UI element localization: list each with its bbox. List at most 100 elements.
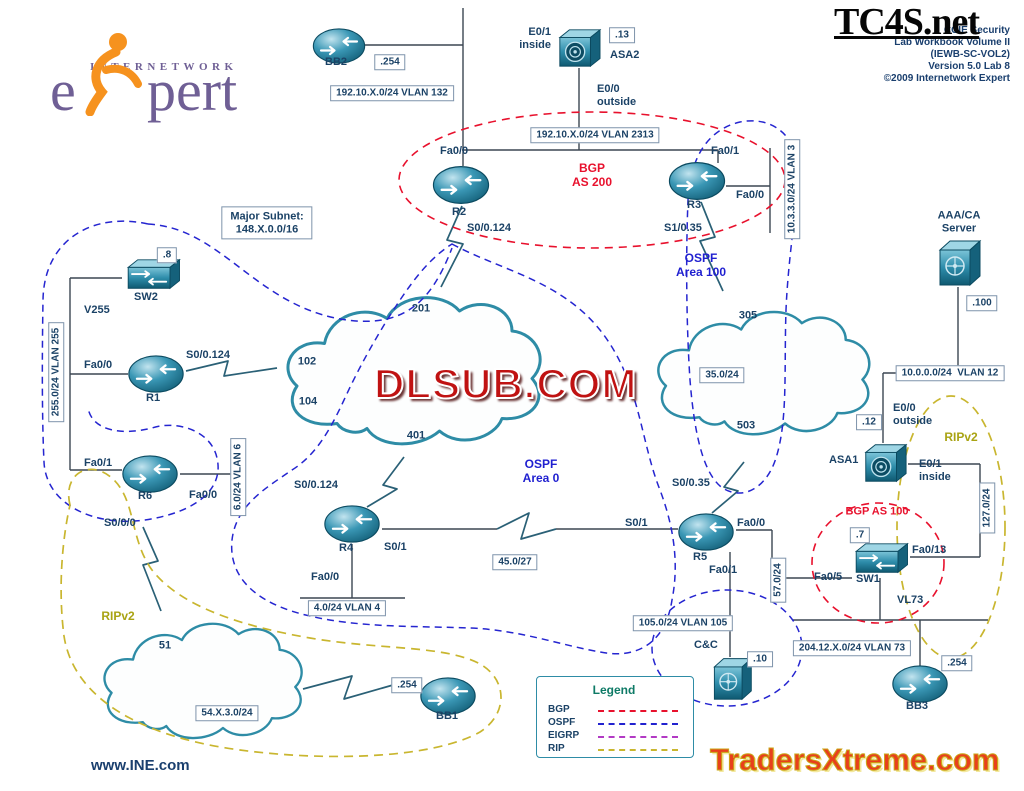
workbook-title-block: CCIE Security Lab Workbook Volume II (IE… xyxy=(884,25,1010,85)
subnet-vlan132: 192.10.X.0/24 VLAN 132 xyxy=(330,85,454,101)
router-bb3-icon xyxy=(891,664,949,704)
label-sw1-fa05: Fa0/5 xyxy=(814,571,843,583)
zone-ospf-area0: OSPF Area 0 xyxy=(522,457,560,485)
label-sw2-v255: V255 xyxy=(84,304,110,316)
dlci-305: 305 xyxy=(738,309,758,322)
label-asa2: ASA2 xyxy=(610,49,640,61)
subnet-vlan73: 204.12.X.0/24 VLAN 73 xyxy=(792,640,912,656)
label-sw1-fa013: Fa0/13 xyxy=(912,544,947,556)
ip-bb3: .254 xyxy=(941,655,973,671)
ip-sw2: .8 xyxy=(156,247,178,263)
title-line: Version 5.0 Lab 8 xyxy=(928,61,1010,72)
ip-aaa: .100 xyxy=(966,295,998,311)
legend-label-rip: RIP xyxy=(548,743,565,754)
dlci-503: 503 xyxy=(736,419,756,432)
label-r6-fa01: Fa0/1 xyxy=(84,457,113,469)
zone-bgp-as100: BGP AS 100 xyxy=(845,505,909,518)
switch-sw1-icon xyxy=(855,542,909,574)
major-subnet-note: Major Subnet: 148.X.0.0/16 xyxy=(221,206,313,240)
watermark-tc4s: TC4S.net xyxy=(834,1,980,43)
cloud-rip-bottom xyxy=(103,622,303,740)
legend-title: Legend xyxy=(592,683,636,697)
subnet-vlan3: 10.3.3.0/24 VLAN 3 xyxy=(784,138,800,240)
router-r2-icon xyxy=(432,165,490,205)
server-aaa-icon xyxy=(939,240,981,286)
label-r4-s00124: S0/0.124 xyxy=(294,479,339,491)
dlci-104: 104 xyxy=(298,395,318,408)
label-r2-fa00: Fa0/0 xyxy=(440,145,469,157)
label-r1-fa00: Fa0/0 xyxy=(84,359,113,371)
router-r1-icon xyxy=(127,354,185,394)
label-sw2: SW2 xyxy=(134,291,158,303)
label-r4-s01: S0/1 xyxy=(384,541,407,553)
label-bb2: BB2 xyxy=(325,56,348,68)
label-r1: R1 xyxy=(146,392,161,404)
subnet-57: 57.0/24 xyxy=(770,557,786,603)
label-r5-fa01: Fa0/1 xyxy=(709,564,738,576)
label-asa2-e01-inside: E0/1 inside xyxy=(519,26,551,51)
serial-links xyxy=(142,201,745,700)
label-sw1: SW1 xyxy=(856,573,880,585)
subnet-vlan255: 255.0/24 VLAN 255 xyxy=(48,321,64,423)
ip-bb1: .254 xyxy=(391,677,423,693)
ip-asa1: .12 xyxy=(856,414,882,430)
legend-swatch-bgp xyxy=(598,710,678,712)
legend-label-eigrp: EIGRP xyxy=(548,730,580,741)
ine-logo-figure-icon xyxy=(85,33,142,116)
zone-ripv2-left: RIPv2 xyxy=(101,609,135,624)
legend-swatch-rip xyxy=(598,749,678,751)
label-r1-s00124: S0/0.124 xyxy=(186,349,231,361)
switch-sw2-icon xyxy=(127,258,181,290)
router-r4-icon xyxy=(323,504,381,544)
subnet-127: 127.0/24 xyxy=(979,482,995,534)
subnet-vlan4: 4.0/24 VLAN 4 xyxy=(307,600,387,616)
legend-swatch-ospf xyxy=(598,723,678,725)
subnet-vlan105: 105.0/24 VLAN 105 xyxy=(632,615,734,631)
label-r5-s01: S0/1 xyxy=(625,517,648,529)
router-r5-icon xyxy=(677,512,735,552)
cloud-frame-relay-right xyxy=(656,310,871,436)
label-bb3: BB3 xyxy=(906,700,929,712)
ine-logo-e: e xyxy=(50,58,76,123)
subnet-vlan6: 6.0/24 VLAN 6 xyxy=(230,437,246,517)
router-r3-icon xyxy=(668,161,726,201)
dlci-401: 401 xyxy=(406,429,426,442)
legend-swatch-eigrp xyxy=(598,736,678,738)
router-r6-icon xyxy=(121,454,179,494)
ip-asa2: .13 xyxy=(609,27,635,43)
zone-bgp-as200: BGP AS 200 xyxy=(571,161,613,189)
watermark-tradersxtreme: TradersXtreme.com xyxy=(709,742,1000,778)
label-r5: R5 xyxy=(693,551,708,563)
watermark-dlsub: DLSUB.COM xyxy=(373,359,638,408)
label-r6-s000: S0/0/0 xyxy=(104,517,136,529)
label-r6-fa00: Fa0/0 xyxy=(189,489,218,501)
label-aaa-server: AAA/CA Server xyxy=(937,209,981,234)
label-r3: R3 xyxy=(687,199,702,211)
label-r3-s1035: S1/0.35 xyxy=(664,222,702,234)
label-r4-fa00: Fa0/0 xyxy=(311,571,340,583)
label-cc: C&C xyxy=(694,639,718,651)
label-r5-fa00: Fa0/0 xyxy=(737,517,766,529)
ine-website: www.INE.com xyxy=(91,757,190,774)
label-r2-s00124: S0/0.124 xyxy=(467,222,512,234)
ospf-neck-boundary xyxy=(147,223,453,323)
label-asa1-e01-inside: E0/1 inside xyxy=(919,458,951,483)
ospf-left-boundary xyxy=(41,220,219,522)
ip-cc: .10 xyxy=(747,651,773,667)
ine-logo-pert: pert xyxy=(147,58,238,123)
title-line: Lab Workbook Volume II xyxy=(894,37,1010,48)
label-r2: R2 xyxy=(452,206,467,218)
title-line: (IEWB-SC-VOL2) xyxy=(930,49,1010,60)
dlci-201: 201 xyxy=(411,302,431,315)
label-r3-fa00: Fa0/0 xyxy=(736,189,765,201)
label-r6: R6 xyxy=(138,490,153,502)
firewall-asa1-icon xyxy=(865,444,907,482)
label-asa2-e00-outside: E0/0 outside xyxy=(597,83,637,108)
label-bb1: BB1 xyxy=(436,710,459,722)
firewall-asa2-icon xyxy=(559,29,601,67)
legend-label-ospf: OSPF xyxy=(548,717,576,728)
label-asa1-e00-outside: E0/0 outside xyxy=(893,402,933,427)
subnet-vlan2313: 192.10.X.0/24 VLAN 2313 xyxy=(530,127,660,143)
legend-label-bgp: BGP xyxy=(548,704,570,715)
zone-ripv2-right: RIPv2 xyxy=(944,430,978,445)
